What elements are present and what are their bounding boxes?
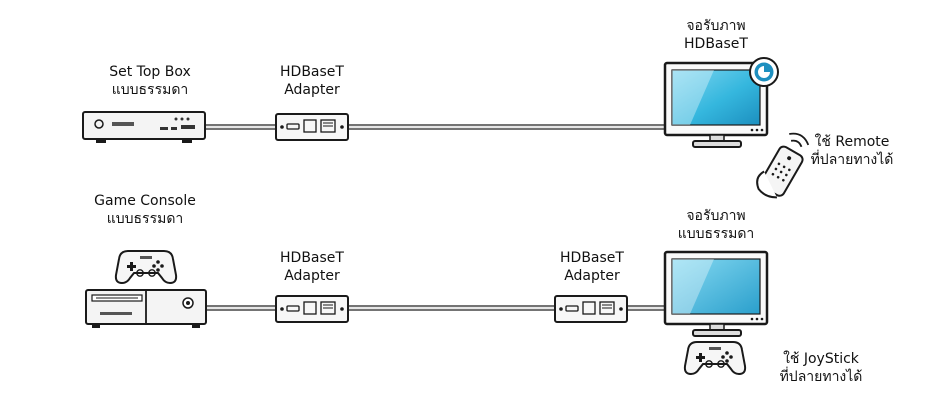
remote-label-line2: ที่ปลายทางได้ — [811, 150, 894, 168]
adapter2-label-line2: Adapter — [284, 268, 340, 284]
game-console-icon — [85, 289, 207, 328]
joystick-label-line2: ที่ปลายทางได้ — [780, 367, 863, 385]
monitor-icon — [663, 61, 769, 148]
remote-control-icon — [756, 132, 810, 199]
gamepad-icon — [114, 250, 178, 285]
display1-label-line1: จอรับภาพ — [686, 18, 745, 34]
game-console-label-line1: Game Console — [94, 193, 196, 209]
adapter3-label-line1: HDBaseT — [560, 250, 624, 266]
cable-row1 — [205, 124, 665, 130]
joystick-label-line1: ใช้ JoyStick — [783, 350, 860, 367]
set-top-box-label-line1: Set Top Box — [109, 64, 191, 80]
display2-label-line1: จอรับภาพ — [686, 208, 745, 224]
remote-label-line1: ใช้ Remote — [815, 133, 890, 150]
adapter3-label-line2: Adapter — [564, 268, 620, 284]
set-top-box-label-line2: แบบธรรมดา — [112, 82, 189, 98]
display1-label-line2: HDBaseT — [684, 36, 748, 52]
set-top-box-icon — [82, 111, 206, 143]
adapter2-label-line1: HDBaseT — [280, 250, 344, 266]
adapter1-label-line1: HDBaseT — [280, 64, 344, 80]
monitor-icon — [663, 250, 769, 337]
hdbaset-adapter-icon — [275, 113, 349, 141]
hdbaset-adapter-icon — [554, 295, 628, 323]
hdbaset-adapter-icon — [275, 295, 349, 323]
adapter1-label-line2: Adapter — [284, 82, 340, 98]
game-console-label-line2: แบบธรรมดา — [107, 211, 184, 227]
hdbaset-badge-icon — [749, 57, 779, 87]
display2-label-line2: แบบธรรมดา — [678, 226, 755, 242]
gamepad-icon — [683, 341, 747, 376]
